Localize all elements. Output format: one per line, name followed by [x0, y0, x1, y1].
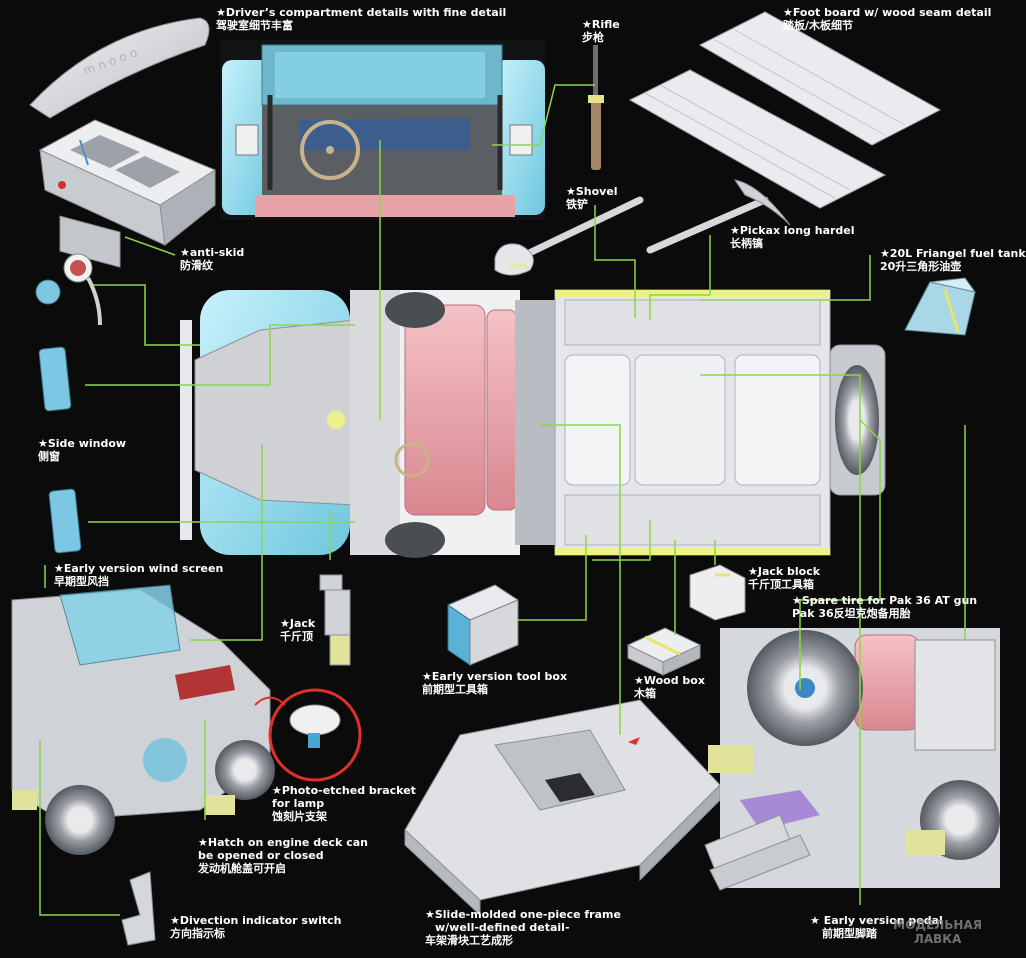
- label-cn: 千斤顶: [280, 630, 313, 643]
- label-en: ★Jack: [280, 617, 316, 630]
- photo-etched-callout: [254, 688, 362, 782]
- label-cn: 前期型工具箱: [422, 683, 488, 696]
- label-cn: 防滑纹: [180, 259, 213, 272]
- label-cn: 踏板/木板细节: [783, 19, 854, 32]
- side-window-parts: [38, 346, 82, 554]
- tool-box-part: [446, 584, 520, 666]
- label-shovel: ★Shovel 铁铲: [566, 185, 618, 211]
- model-kit-diagram: m n o o o: [11, 11, 1000, 946]
- label-photo-etched: ★Photo-etched bracket for lamp 蚀刻片支架: [272, 784, 416, 823]
- vehicle-top-view: [180, 289, 886, 558]
- label-en: ★Foot board w/ wood seam detail: [783, 6, 992, 19]
- label-en: ★Rifle: [582, 18, 620, 31]
- direction-switch-part: [121, 871, 156, 946]
- label-cn: 木箱: [634, 687, 656, 700]
- shovel-part: [494, 196, 644, 276]
- label-wind-screen: ★Early version wind screen 早期型风挡: [54, 562, 223, 588]
- label-drivers-compartment: ★Driver’s compartment details with fine …: [216, 6, 506, 32]
- label-en: ★Early version tool box: [422, 670, 568, 683]
- fuel-tank-part: [904, 277, 977, 336]
- label-en-line2: be opened or closed: [198, 849, 324, 862]
- label-en: ★Hatch on engine deck can: [198, 836, 368, 849]
- rifle-part: [588, 45, 604, 170]
- label-cn: 千斤顶工具箱: [748, 578, 814, 591]
- label-pedal: ★ Early version pedal 前期型脚踏: [810, 914, 943, 940]
- leader-lines: [39, 84, 966, 916]
- label-frame: ★Slide-molded one-piece frame w/well-def…: [425, 908, 621, 947]
- label-en: ★Wood box: [634, 674, 705, 687]
- label-hatch: ★Hatch on engine deck can be opened or c…: [198, 836, 368, 875]
- label-en: ★Pickax long hardel: [730, 224, 855, 237]
- label-en: ★20L Friangel fuel tank: [880, 247, 1026, 260]
- label-cn: 侧窗: [38, 450, 60, 463]
- label-en: ★Photo-etched bracket: [272, 784, 416, 797]
- label-en: ★ Early version pedal: [810, 914, 943, 927]
- label-fuel-tank: ★20L Friangel fuel tank 20升三角形油壶: [880, 247, 1026, 273]
- label-direction-switch: ★Divection indicator switch 方向指示标: [170, 914, 342, 940]
- label-cn: Pak 36反坦克炮备用胎: [792, 607, 911, 620]
- label-en: ★Divection indicator switch: [170, 914, 342, 927]
- rear-vehicle-render: [704, 628, 1000, 891]
- label-en: ★anti-skid: [180, 246, 245, 259]
- label-cn: 车架滑块工艺成形: [425, 934, 513, 947]
- label-cn: 早期型风挡: [54, 575, 109, 588]
- label-cn: 发动机舱盖可开启: [198, 862, 286, 875]
- label-en-line2: w/well-defined detail-: [435, 921, 570, 934]
- watermark-line1: МОДЕЛЬНАЯ: [893, 918, 982, 932]
- label-en: ★Jack block: [748, 565, 821, 578]
- label-cn: 长柄镐: [730, 237, 763, 250]
- watermark: МОДЕЛЬНАЯ ЛАВКА: [893, 918, 982, 946]
- label-spare-tire: ★Spare tire for Pak 36 AT gun Pak 36反坦克炮…: [792, 594, 977, 620]
- label-side-window: ★Side window 侧窗: [38, 437, 126, 463]
- label-foot-board: ★Foot board w/ wood seam detail 踏板/木板细节: [783, 6, 991, 32]
- label-cn: 方向指示标: [170, 927, 225, 940]
- label-tool-box: ★Early version tool box 前期型工具箱: [422, 670, 567, 696]
- label-en-line2: for lamp: [272, 797, 325, 810]
- label-anti-skid: ★anti-skid 防滑纹: [180, 246, 244, 272]
- jack-block-part: [689, 564, 746, 621]
- label-cn: 步枪: [582, 31, 604, 44]
- label-cn: 铁铲: [566, 198, 588, 211]
- label-cn: 20升三角形油壶: [880, 260, 962, 273]
- label-pickax: ★Pickax long hardel 长柄镐: [730, 224, 855, 250]
- pickax-part: [646, 179, 791, 254]
- label-en: ★Slide-molded one-piece frame: [425, 908, 621, 921]
- label-en: ★Shovel: [566, 185, 618, 198]
- label-rifle: ★Rifle 步枪: [582, 18, 620, 44]
- watermark-line2: ЛАВКА: [913, 932, 962, 946]
- label-en: ★Spare tire for Pak 36 AT gun: [792, 594, 978, 607]
- dash-panel-part: m n o o o: [29, 17, 210, 119]
- label-cn: 蚀刻片支架: [272, 810, 327, 823]
- wood-box-part: [626, 627, 702, 676]
- compartment-tray-part: [38, 119, 217, 268]
- label-jack: ★Jack 千斤顶: [280, 617, 315, 643]
- jack-part: [319, 574, 351, 666]
- label-jack-block: ★Jack block 千斤顶工具箱: [748, 565, 820, 591]
- headlamp-part: [35, 253, 102, 326]
- label-en: ★Side window: [38, 437, 127, 450]
- label-en: ★Driver’s compartment details with fine …: [216, 6, 507, 19]
- front-vehicle-render: [11, 584, 275, 855]
- label-wood-box: ★Wood box 木箱: [634, 674, 705, 700]
- label-cn: 前期型脚踏: [822, 927, 877, 940]
- foot-board-parts: [628, 11, 942, 209]
- drivers-compartment-render: [220, 40, 545, 220]
- label-cn: 驾驶室细节丰富: [216, 19, 293, 32]
- frame-part: [404, 699, 721, 917]
- label-en: ★Early version wind screen: [54, 562, 224, 575]
